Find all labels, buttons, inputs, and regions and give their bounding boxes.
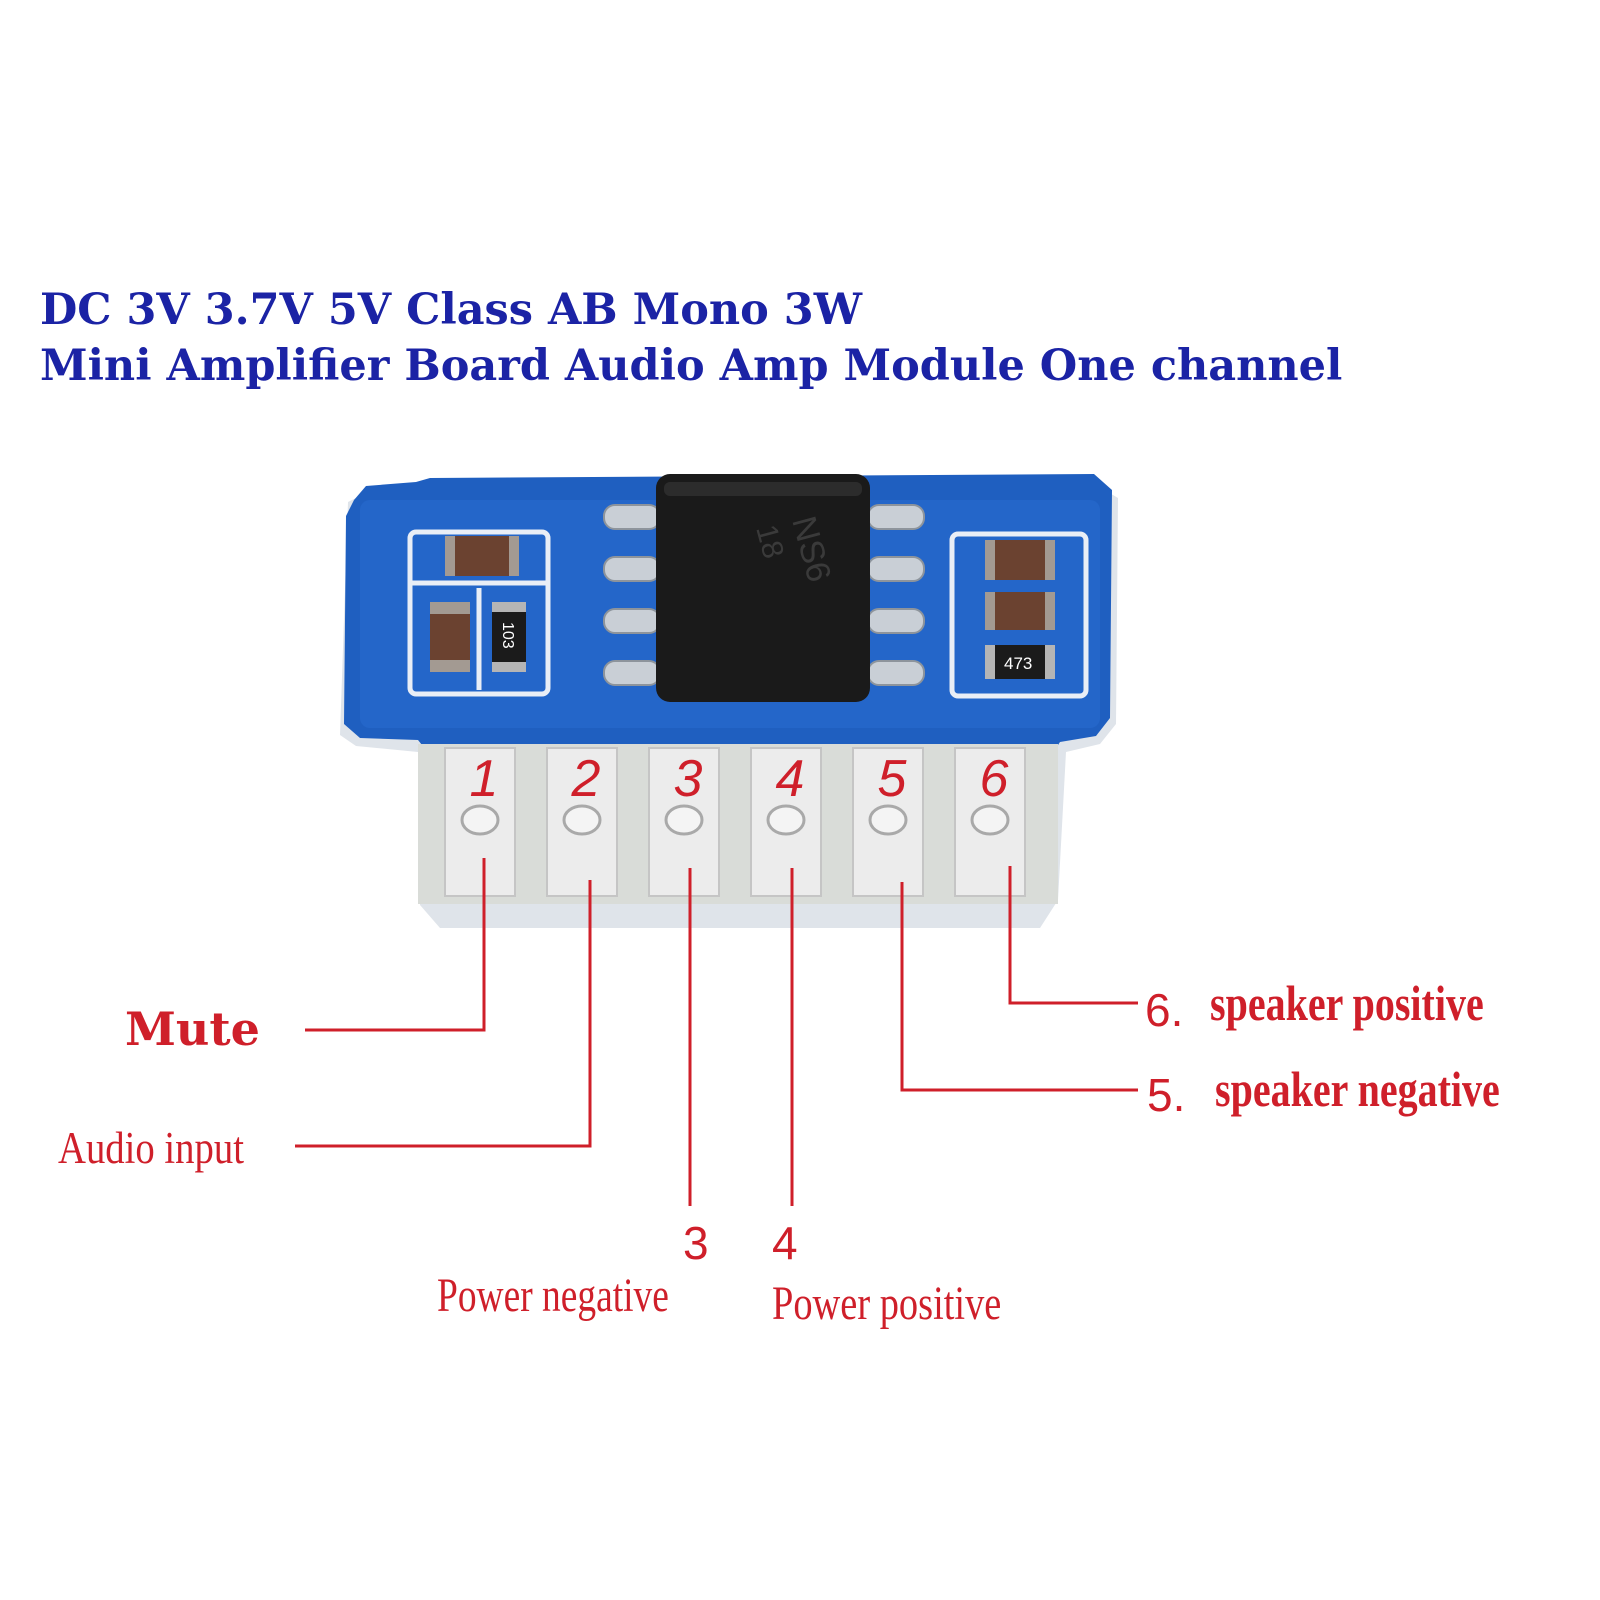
capacitor-c4-cap-l	[985, 592, 995, 630]
resistor-r1-cap-b	[492, 662, 526, 672]
capacitor-c1-cap-r	[509, 536, 519, 576]
pad-hole	[460, 804, 500, 836]
leader-lines	[295, 858, 1138, 1206]
resistor-r2-cap-r	[1045, 645, 1055, 679]
ic-chip	[656, 474, 870, 702]
capacitor-c3	[985, 540, 1055, 580]
pad-hole	[562, 804, 602, 836]
label-power-positive: Power positive	[772, 1277, 1002, 1330]
ic-chip-highlight	[664, 482, 862, 496]
label-speaker-positive-number: 6.	[1145, 984, 1184, 1036]
pad-holes	[460, 804, 1010, 836]
page-title: DC 3V 3.7V 5V Class AB Mono 3W Mini Ampl…	[40, 282, 1580, 394]
right-silk-box	[949, 531, 1089, 699]
pad-1	[444, 747, 516, 897]
pad-strip	[418, 744, 1058, 904]
capacitor-c1	[445, 536, 519, 576]
ic-pin	[603, 660, 661, 686]
label-speaker-positive: speaker positive	[1210, 975, 1484, 1031]
resistor-r1-cap-t	[492, 602, 526, 612]
resistor-r1	[492, 602, 526, 672]
label-power-positive-number: 4	[772, 1217, 798, 1269]
ic-pin	[603, 504, 661, 530]
pad-number-3: 3	[674, 750, 703, 808]
resistor-marking-1: 103	[499, 622, 516, 649]
pad-number-1: 1	[470, 750, 499, 808]
capacitor-c2-cap-b	[430, 660, 470, 672]
pad-number-2: 2	[571, 750, 601, 808]
leader-line-audio-input	[295, 880, 592, 1148]
ic-pin	[867, 556, 925, 582]
pad-hole	[970, 804, 1010, 836]
label-speaker-negative: speaker negative	[1215, 1061, 1500, 1117]
capacitor-c1-cap	[445, 536, 455, 576]
leader-line-mute	[305, 858, 486, 1032]
pad-number-5: 5	[878, 750, 908, 808]
title-line-2: Mini Amplifier Board Audio Amp Module On…	[40, 341, 1343, 391]
leader-line-speaker-positive	[1008, 866, 1138, 1005]
capacitor-c4-cap-r	[1045, 592, 1055, 630]
capacitor-c3-cap-r	[1045, 540, 1055, 580]
ic-pin	[867, 608, 925, 634]
ic-pin	[867, 660, 925, 686]
label-audio-input: Audio input	[58, 1123, 244, 1173]
title-line-1: DC 3V 3.7V 5V Class AB Mono 3W	[40, 285, 863, 335]
resistor-r2	[985, 645, 1055, 679]
label-speaker-negative-number: 5.	[1147, 1069, 1186, 1121]
pad-number-6: 6	[980, 750, 1009, 808]
capacitor-c3-cap-l	[985, 540, 995, 580]
label-power-negative-number: 3	[683, 1217, 709, 1269]
ic-pin	[867, 504, 925, 530]
resistor-r2-cap-l	[985, 645, 995, 679]
resistor-marking-2: 473	[1004, 654, 1032, 673]
pad-hole	[868, 804, 908, 836]
pad-numbers: 1 2 3 4 5 6	[470, 750, 1009, 808]
pad-hole	[766, 804, 806, 836]
label-power-negative: Power negative	[437, 1269, 669, 1322]
label-mute: Mute	[125, 1002, 260, 1056]
pad-hole	[664, 804, 704, 836]
ic-pin	[603, 608, 661, 634]
ic-pin	[603, 556, 661, 582]
capacitor-c2-cap-t	[430, 602, 470, 614]
capacitor-c2	[430, 602, 470, 672]
leader-line-speaker-negative	[900, 882, 1138, 1092]
capacitor-c4	[985, 592, 1055, 630]
pad-number-4: 4	[776, 750, 805, 808]
left-silk-box	[407, 529, 551, 697]
